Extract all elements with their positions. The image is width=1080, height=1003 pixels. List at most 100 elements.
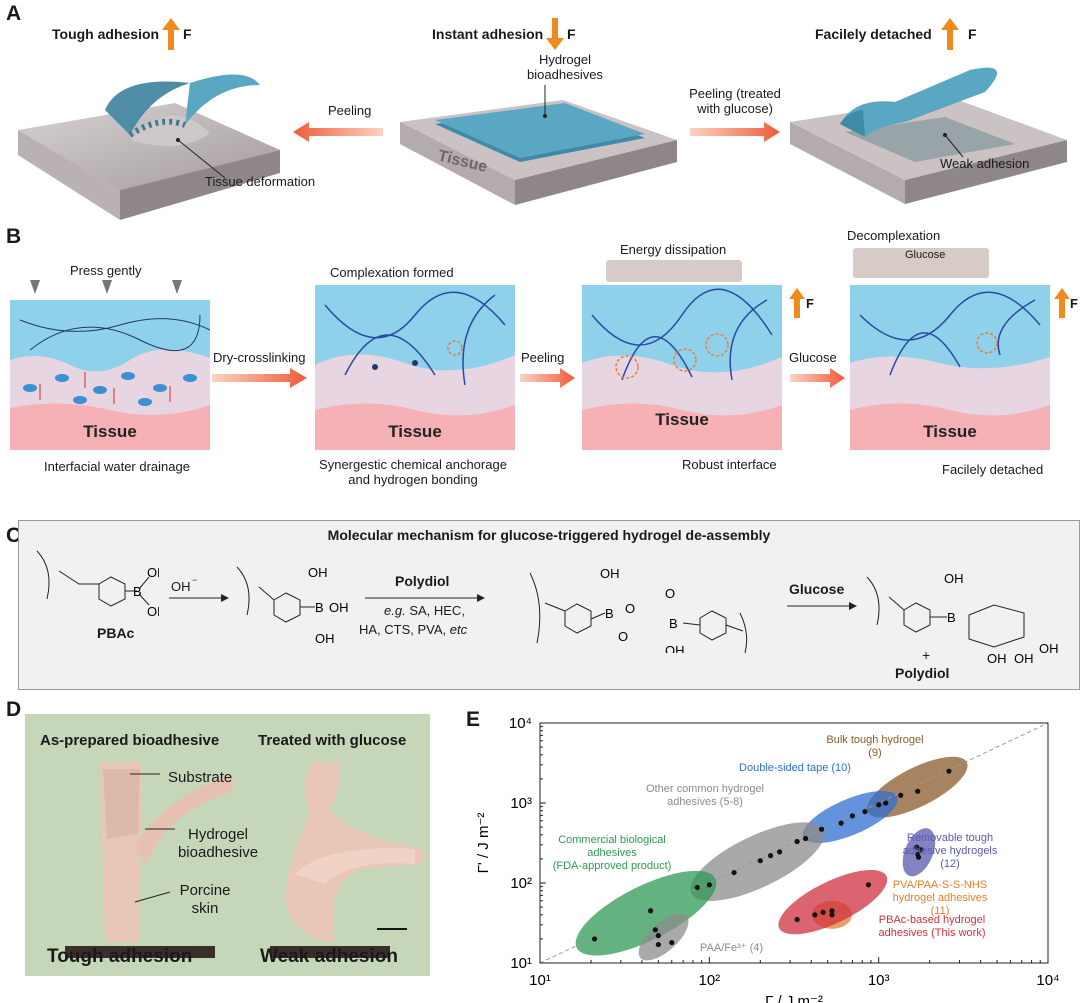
data-point: [794, 838, 800, 845]
group-label-line: Bulk tough hydrogel: [826, 734, 923, 746]
chart-points: [591, 768, 952, 948]
porcine-skin-photo-illustration: [65, 762, 425, 958]
press-gently-label: Press gently: [70, 263, 142, 278]
complexation-formed-label: Complexation formed: [330, 265, 454, 280]
reaction-arrow-icon: [169, 594, 229, 602]
synergestic-label: Synergestic chemical anchorage and hydro…: [298, 457, 528, 487]
group-label-line: (9): [868, 747, 881, 759]
identity-reference-line: [539, 722, 1049, 964]
press-gently-scene: Tissue: [10, 280, 210, 450]
group-label-line: hydrogel adhesives: [893, 892, 988, 904]
y-tick-label: 10³: [510, 795, 532, 812]
robust-interface-label: Robust interface: [682, 457, 777, 472]
tissue-deformation-label: Tissue deformation: [205, 174, 316, 189]
hydroxyl-label: OH: [147, 565, 159, 580]
examples-line1: e.g. SA, HEC,: [384, 603, 465, 618]
data-point: [915, 788, 921, 794]
peeling-glucose-line2: with glucose): [697, 101, 773, 116]
decomplexation-label: Decomplexation: [847, 228, 941, 243]
x-tick-label: 10³: [868, 972, 890, 989]
panel-label-e: E: [466, 708, 481, 731]
hydroxide-charge: −: [192, 575, 198, 585]
data-point: [918, 847, 924, 853]
chart-group-labels: Bulk tough hydrogel(9) Double-sided tape …: [553, 734, 998, 954]
hydroxyl-label: OH: [944, 571, 964, 586]
synergestic-line2: and hydrogen bonding: [348, 472, 478, 487]
hydroxyl-label: OH: [308, 565, 328, 580]
energy-dissipation-label: Energy dissipation: [620, 242, 727, 257]
hydroxyl-label: OH: [665, 643, 685, 653]
y-tick-label: 10²: [510, 875, 532, 892]
data-point: [767, 853, 774, 859]
group-region-3: [575, 870, 717, 956]
etc-label: etc: [449, 622, 468, 637]
dry-crosslinking-label: Dry-crosslinking: [213, 350, 306, 365]
eg-list-2: HA, CTS, PVA,: [359, 622, 447, 637]
boron-atom: B: [669, 616, 678, 631]
tissue-label: Tissue: [655, 410, 709, 429]
as-prepared-label: As-prepared bioadhesive: [40, 732, 220, 749]
facilely-detached-illustration: [790, 67, 1067, 204]
group-label-line: Commercial biological: [558, 834, 666, 846]
tissue-label: Tissue: [83, 422, 137, 441]
glucose-complex-structure: B OH OH OH OH: [866, 571, 1059, 665]
hydrogel-bioadhesive-label: Hydrogel bioadhesive: [168, 826, 268, 862]
decomplexation-scene: Tissue: [850, 285, 1050, 450]
hydrogel-bioadhesives-label: Hydrogel bioadhesives: [520, 52, 610, 82]
data-point: [820, 909, 826, 915]
force-label: F: [567, 26, 576, 42]
group-region-2: [690, 822, 825, 901]
energy-dissipation-box: [606, 260, 742, 282]
substrate-label: Substrate: [168, 769, 233, 786]
data-point: [694, 884, 700, 891]
panel-label-c: C: [6, 524, 22, 547]
tough-adhesion-caption: Tough adhesion: [47, 946, 193, 967]
group-label-line: (FDA-approved product): [553, 860, 672, 872]
group-region-4: [638, 913, 689, 961]
group-label-line: adhesives: [587, 847, 637, 859]
data-point: [777, 849, 783, 855]
plot-frame: [539, 722, 1049, 964]
force-up-arrow-icon: [941, 18, 959, 50]
pbac-label: PBAc: [97, 625, 135, 641]
group-label-line: adhesives (5-8): [667, 796, 743, 808]
hydrogel-line1: Hydrogel: [187, 826, 249, 843]
hydroxide-label: OH: [171, 579, 191, 594]
tissue-label: Tissue: [388, 422, 442, 441]
data-point: [652, 927, 658, 933]
data-point: [829, 908, 835, 914]
group-label-line: Other common hydrogel: [646, 783, 764, 795]
hydroxyl-label: OH: [1039, 641, 1059, 656]
group-label-line: Double-sided tape (10): [739, 762, 851, 774]
x-tick-label: 10⁴: [1036, 972, 1059, 989]
group-label-line: (11): [931, 905, 950, 917]
data-point: [914, 844, 920, 850]
data-point: [802, 835, 809, 842]
tough-adhesion-title: Tough adhesion: [52, 26, 160, 42]
boron-atom: B: [947, 610, 956, 625]
data-point: [731, 869, 737, 876]
data-point: [829, 912, 835, 918]
group-label: Double-sided tape (10): [739, 762, 851, 774]
hydroxyl-label: OH: [987, 651, 1007, 665]
group-label-line: PVA/PAA-S-S-NHS: [893, 879, 987, 891]
weak-adhesion-caption: Weak adhesion: [260, 946, 398, 967]
group-region-7: [778, 869, 888, 935]
panel-label-d: D: [6, 698, 22, 721]
force-up-arrow-icon: [789, 288, 805, 318]
oxygen-atom: O: [625, 601, 635, 616]
reaction-arrow-icon: [365, 594, 485, 602]
hydrogel-line2: bioadhesive: [177, 844, 259, 861]
data-point: [669, 939, 675, 946]
boron-atom: B: [605, 606, 614, 621]
interfacial-water-label: Interfacial water drainage: [44, 459, 190, 474]
energy-dissipation-scene: Tissue: [582, 285, 782, 450]
group-label-line: adhesive hydrogels: [903, 845, 998, 857]
tough-adhesion-illustration: [18, 74, 280, 220]
decomplexation-box: Glucose: [853, 248, 989, 278]
y-tick-label: 10¹: [510, 955, 532, 972]
adhesion-photo: As-prepared bioadhesive Treated with glu…: [25, 714, 430, 976]
